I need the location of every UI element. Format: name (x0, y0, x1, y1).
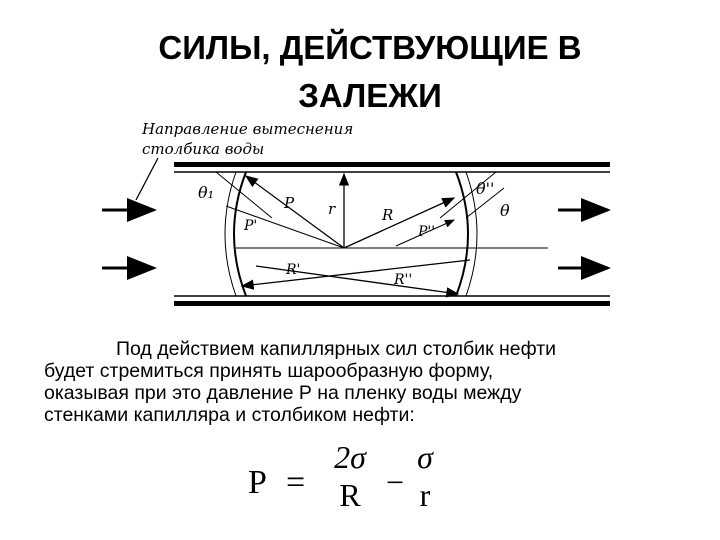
label-theta1: θ₁ (198, 183, 214, 202)
right-meniscus (455, 171, 469, 297)
formula-numerator-1: 2σ (334, 439, 366, 475)
slide-title: СИЛЫ, ДЕЙСТВУЮЩИЕ В ЗАЛЕЖИ (60, 24, 680, 120)
radius-R-left (244, 175, 345, 249)
capillary-diagram: Направление вытеснения столбика воды (96, 118, 616, 330)
tangent-right (439, 171, 497, 219)
caption-line-2: столбика воды (142, 140, 264, 158)
radius-R-right (343, 197, 456, 249)
tube-bottom-wall (174, 301, 610, 306)
radius-P2 (395, 219, 455, 247)
caption-leader-line (135, 157, 159, 201)
formula-lhs: P (248, 464, 267, 501)
label-R: R (381, 206, 393, 224)
label-P1: P' (243, 218, 257, 234)
title-line-1: СИЛЫ, ДЕЙСТВУЮЩИЕ В (158, 29, 582, 66)
formula-equals: = (286, 464, 306, 501)
right-meniscus-inner (465, 171, 478, 297)
tangent-left (215, 171, 273, 219)
left-meniscus (233, 171, 247, 297)
paragraph-line-3: оказывая при это давление Р на пленку во… (44, 382, 522, 404)
formula-numerator-2: σ (417, 439, 433, 475)
label-r: r (328, 200, 336, 218)
tube-top-wall (174, 162, 610, 167)
label-theta: θ (500, 201, 510, 220)
formula-minus: − (386, 464, 405, 500)
label-R1: R' (285, 262, 300, 278)
label-R2: R'' (393, 272, 412, 288)
radius-P1 (225, 205, 345, 249)
caption-line-1: Направление вытеснения (141, 120, 353, 138)
paragraph-line-1: Под действием капиллярных сил столбик не… (116, 338, 557, 360)
paragraph-line-2: будет стремиться принять шарообразную фо… (44, 360, 494, 382)
paragraph-line-4: стенками капилляра и столбиком нефти: (44, 404, 415, 426)
label-P2: P'' (417, 224, 435, 240)
radius-R2 (255, 265, 460, 298)
label-theta2: θ'' (476, 179, 494, 198)
formula-denominator-1: R (339, 477, 361, 513)
label-P: P (283, 194, 295, 212)
pressure-formula: P = 2σ R − σ r (248, 438, 448, 528)
description-paragraph: Под действием капиллярных сил столбик не… (44, 338, 684, 426)
radius-R1 (240, 259, 471, 290)
tangent-right-2 (465, 187, 505, 219)
formula-fraction-2: σ r (410, 438, 440, 514)
capillary-diagram-svg: Направление вытеснения столбика воды (102, 120, 611, 306)
formula-fraction-1: 2σ R (322, 438, 378, 514)
formula-denominator-2: r (419, 477, 431, 513)
title-line-2: ЗАЛЕЖИ (298, 77, 442, 114)
left-meniscus-inner (224, 171, 237, 297)
